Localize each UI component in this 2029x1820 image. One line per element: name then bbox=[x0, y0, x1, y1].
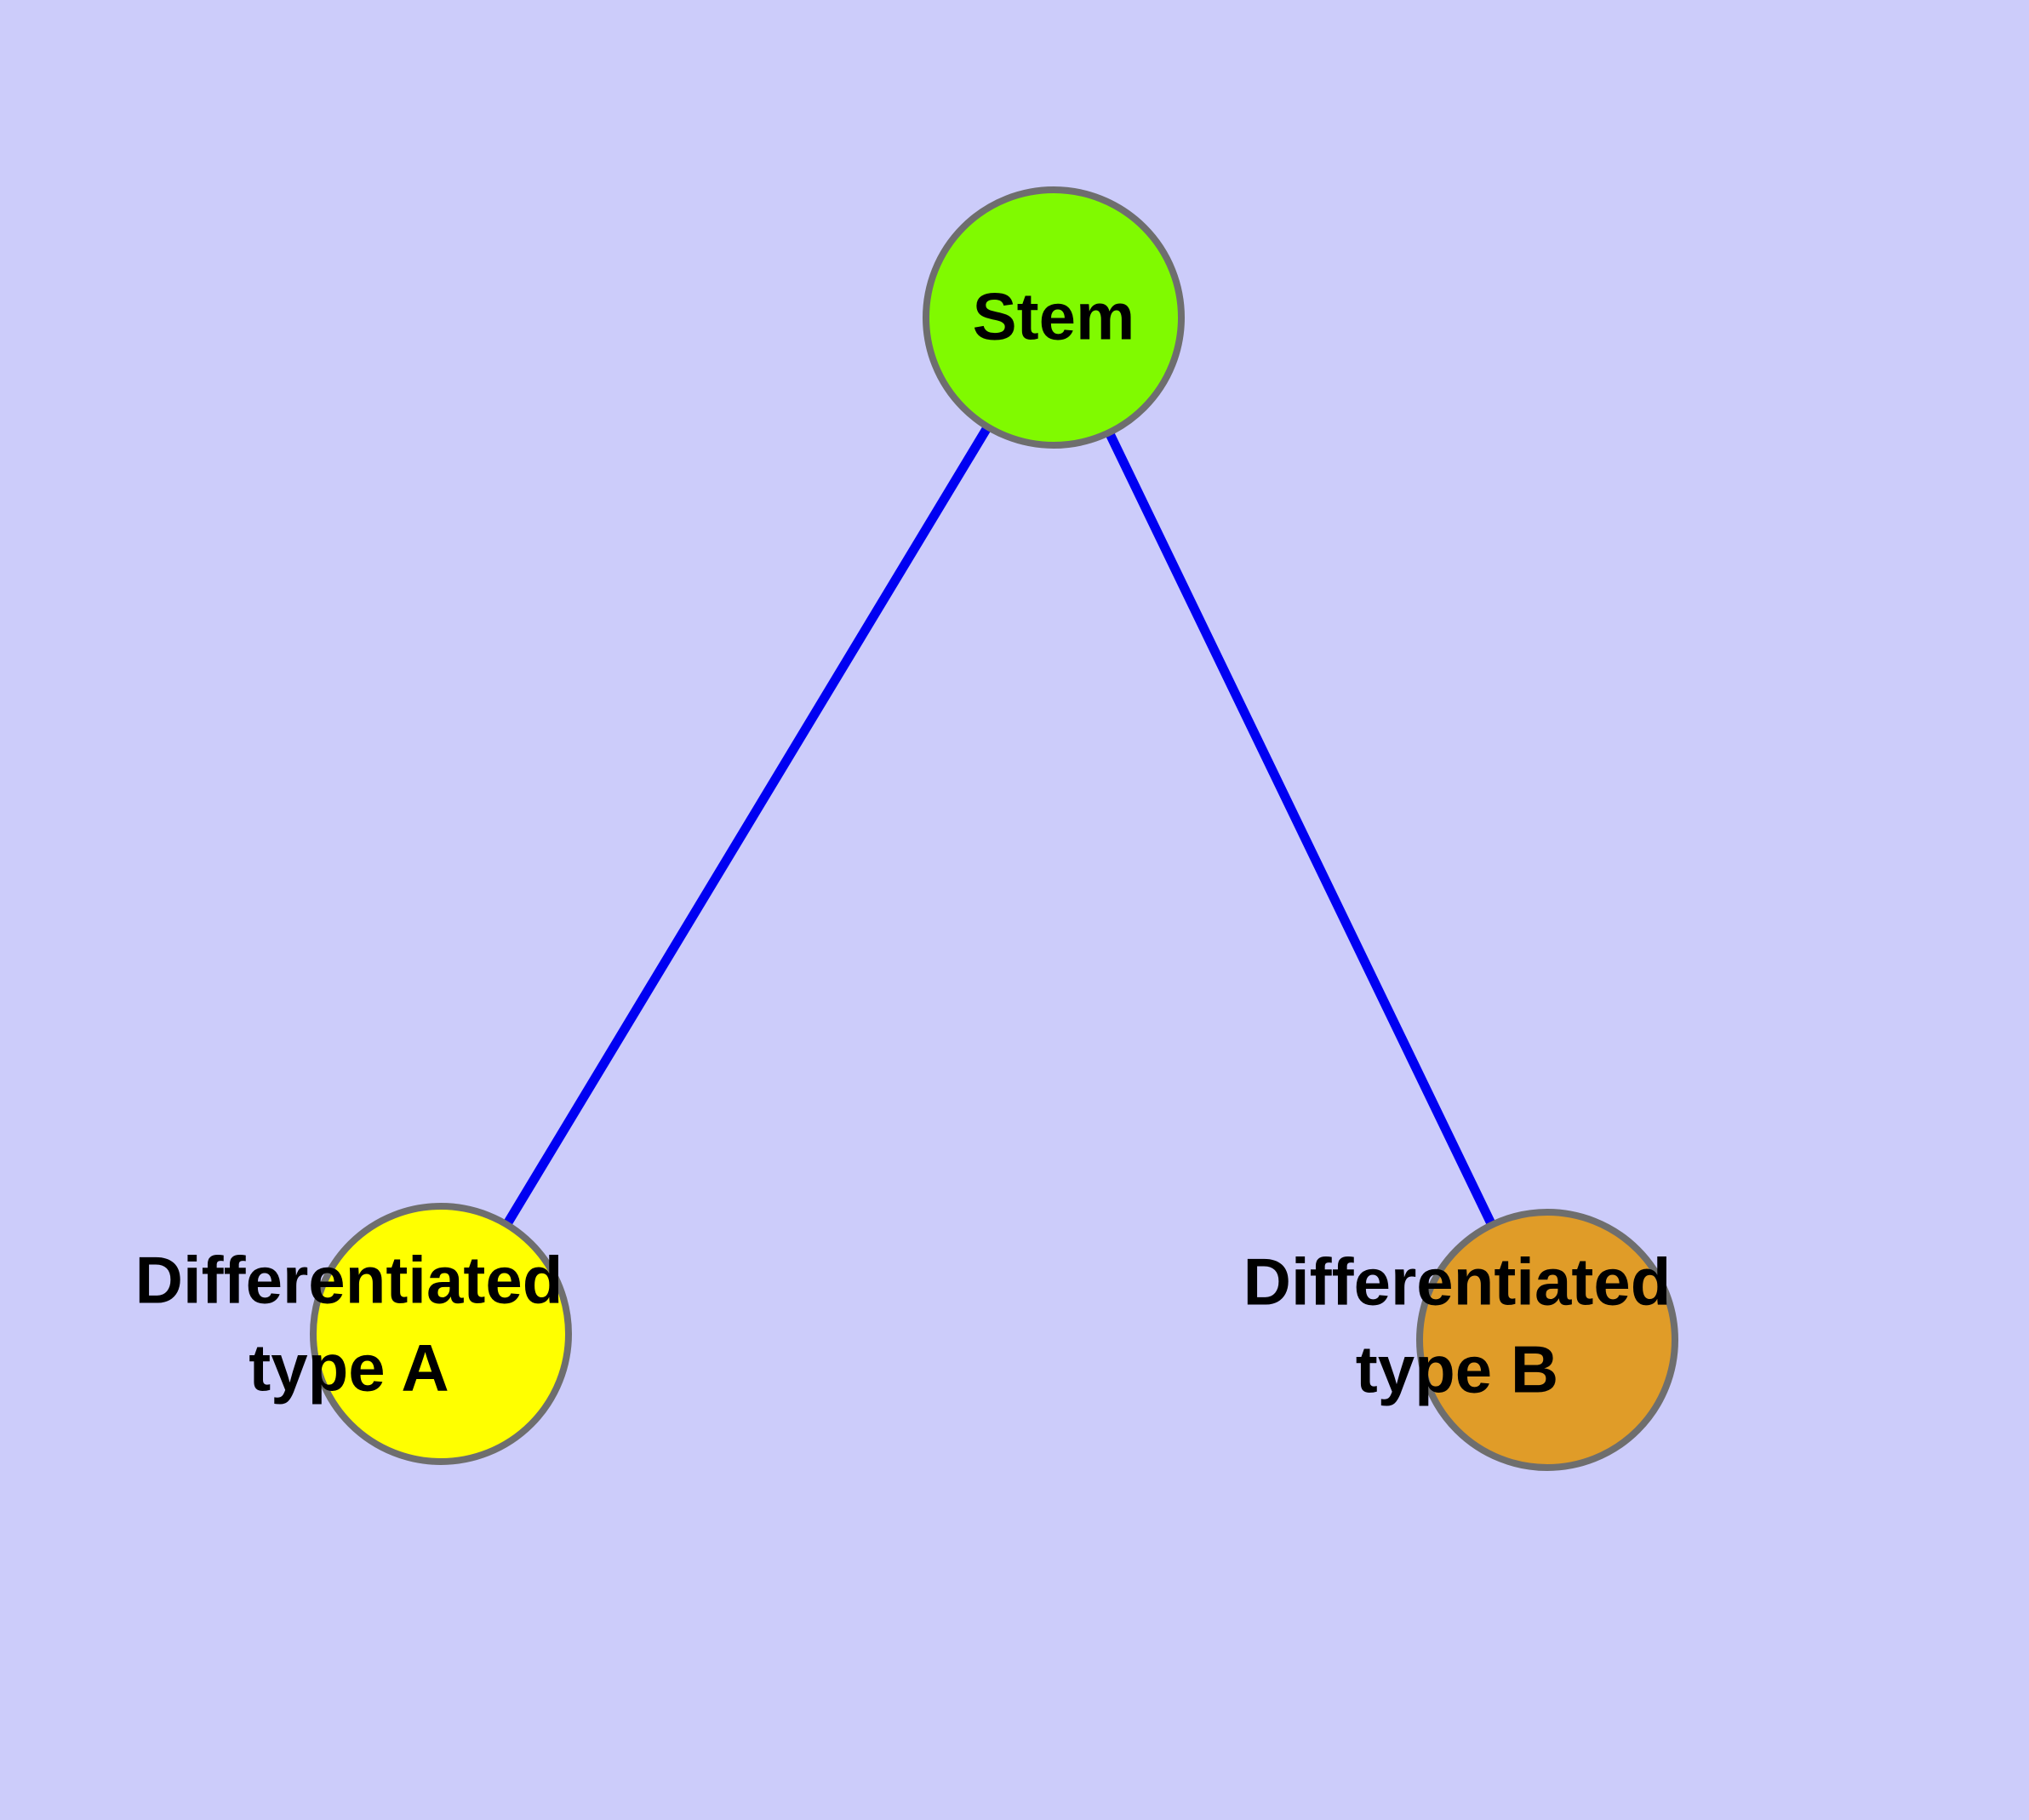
node-stem[interactable] bbox=[923, 186, 1185, 449]
node-stem-label: Stem bbox=[973, 279, 1135, 354]
node-diff-a-label-line2: type A bbox=[249, 1331, 449, 1405]
edge-stem-to-diff-b[interactable] bbox=[1049, 315, 1552, 1342]
node-diff-a-label-line1: Differentiated bbox=[135, 1243, 563, 1318]
node-diff-b[interactable] bbox=[1416, 1209, 1678, 1471]
node-diff-b-label-line2: type B bbox=[1356, 1332, 1558, 1407]
node-diff-a[interactable] bbox=[310, 1203, 572, 1465]
edge-stem-to-diff-a[interactable] bbox=[437, 315, 1058, 1336]
node-diff-b-circle[interactable] bbox=[1416, 1209, 1678, 1471]
edge-layer bbox=[437, 315, 1552, 1342]
node-diff-a-circle[interactable] bbox=[310, 1203, 572, 1465]
node-stem-circle[interactable] bbox=[923, 186, 1185, 449]
node-layer bbox=[310, 186, 1678, 1471]
node-diff-b-label-line1: Differentiated bbox=[1243, 1245, 1672, 1319]
label-layer: Stem Differentiated type A Differentiate… bbox=[135, 279, 1672, 1407]
